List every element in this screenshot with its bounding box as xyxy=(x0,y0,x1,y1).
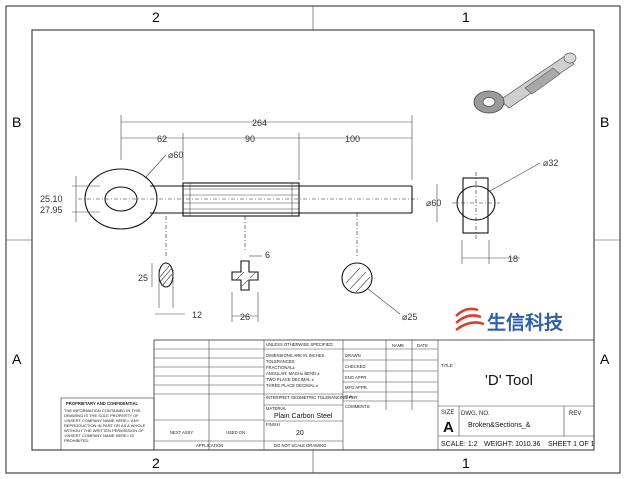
sheet-value: SHEET 1 OF 1 xyxy=(548,441,595,448)
finish-label: FINISH xyxy=(266,422,280,427)
zone-top-1: 1 xyxy=(462,9,470,25)
qa-label: Q.A. xyxy=(345,394,353,399)
isometric-view xyxy=(473,52,577,114)
dim-end-bore: ⌀32 xyxy=(543,158,558,168)
section-3 xyxy=(341,262,401,315)
three-place-label: THREE PLACE DECIMAL ± xyxy=(266,383,319,388)
rev-label: REV xyxy=(569,411,581,417)
dwg-no-label: DWG. NO. xyxy=(461,411,490,417)
company-logo-text: 生信科技 xyxy=(487,311,564,334)
zone-top-2: 2 xyxy=(152,9,160,25)
comments-label: COMMENTS: xyxy=(345,404,371,409)
interpret-label: INTERPRET GEOMETRIC TOLERANCING PER: xyxy=(266,395,358,400)
zone-bottom-1: 1 xyxy=(462,455,470,471)
title-label: TITLE: xyxy=(441,363,454,368)
proprietary-title: PROPRIETARY AND CONFIDENTIAL xyxy=(66,401,139,406)
dim-sec3-dia: ⌀25 xyxy=(402,312,417,322)
dim-overall-length: 264 xyxy=(252,118,267,128)
dim-sec1-width: 12 xyxy=(192,310,202,320)
dim-seg-shaft: 100 xyxy=(345,134,360,144)
name-column: NAME xyxy=(392,343,404,348)
dim-eye-tol-lower: 27.95 xyxy=(40,205,63,215)
dims-in-inches: DIMENSIONS ARE IN INCHES xyxy=(266,353,325,358)
drawn-label: DRAWN xyxy=(345,353,361,358)
end-view xyxy=(436,162,541,264)
dim-sec2-groove: 6 xyxy=(265,250,270,260)
angular-label: ANGULAR: MACH± BEND ± xyxy=(266,371,320,376)
eng-appr-label: ENG APPR. xyxy=(345,375,368,380)
proprietary-body: THE INFORMATION CONTAINED IN THIS DRAWIN… xyxy=(64,408,146,443)
section-1 xyxy=(151,262,185,315)
finish-value: 20 xyxy=(296,430,304,437)
zone-left-a: A xyxy=(12,351,22,367)
dim-sec2-width: 26 xyxy=(240,312,250,322)
section-2 xyxy=(231,255,262,322)
tolerances-label: TOLERANCES: xyxy=(266,359,295,364)
weight-value: WEIGHT: 1010.36 xyxy=(484,441,541,448)
dim-end-outer: ⌀60 xyxy=(426,198,441,208)
application-label: APPLICATION xyxy=(196,443,223,448)
checked-label: CHECKED xyxy=(345,364,365,369)
front-view xyxy=(72,115,420,258)
two-place-label: TWO PLACE DECIMAL ± xyxy=(266,377,314,382)
zone-left-b: B xyxy=(12,114,21,130)
size-value: A xyxy=(443,419,454,436)
dim-eye-tol-upper: 25.10 xyxy=(40,194,63,204)
dim-seg-grip: 90 xyxy=(245,134,255,144)
dim-seg-eye: 62 xyxy=(157,134,167,144)
dim-eye-dia: ⌀60 xyxy=(168,150,183,160)
do-not-scale: DO NOT SCALE DRAWING xyxy=(274,443,326,448)
used-on-label: USED ON xyxy=(226,430,245,435)
zone-right-b: B xyxy=(600,114,609,130)
unless-specified: UNLESS OTHERWISE SPECIFIED: xyxy=(266,342,334,347)
dim-end-depth: 18 xyxy=(508,254,518,264)
drawing-title: 'D' Tool xyxy=(485,372,533,389)
date-column: DATE xyxy=(417,343,428,348)
material-value: Plain Carbon Steel xyxy=(274,413,333,420)
fractional-label: FRACTIONAL± xyxy=(266,365,296,370)
company-logo-icon xyxy=(455,307,485,331)
scale-value: SCALE: 1:2 xyxy=(441,441,478,448)
dim-sec1-height: 25 xyxy=(138,273,148,283)
title-block xyxy=(60,339,595,451)
zone-right-a: A xyxy=(600,351,610,367)
next-assy-label: NEXT ASSY xyxy=(170,430,193,435)
size-label: SIZE xyxy=(441,410,454,416)
mfg-appr-label: MFG APPR. xyxy=(345,385,368,390)
zone-bottom-2: 2 xyxy=(152,455,160,471)
dwg-no-value: Broken&Sections_& xyxy=(468,422,531,429)
material-label: MATERIAL xyxy=(266,406,287,411)
